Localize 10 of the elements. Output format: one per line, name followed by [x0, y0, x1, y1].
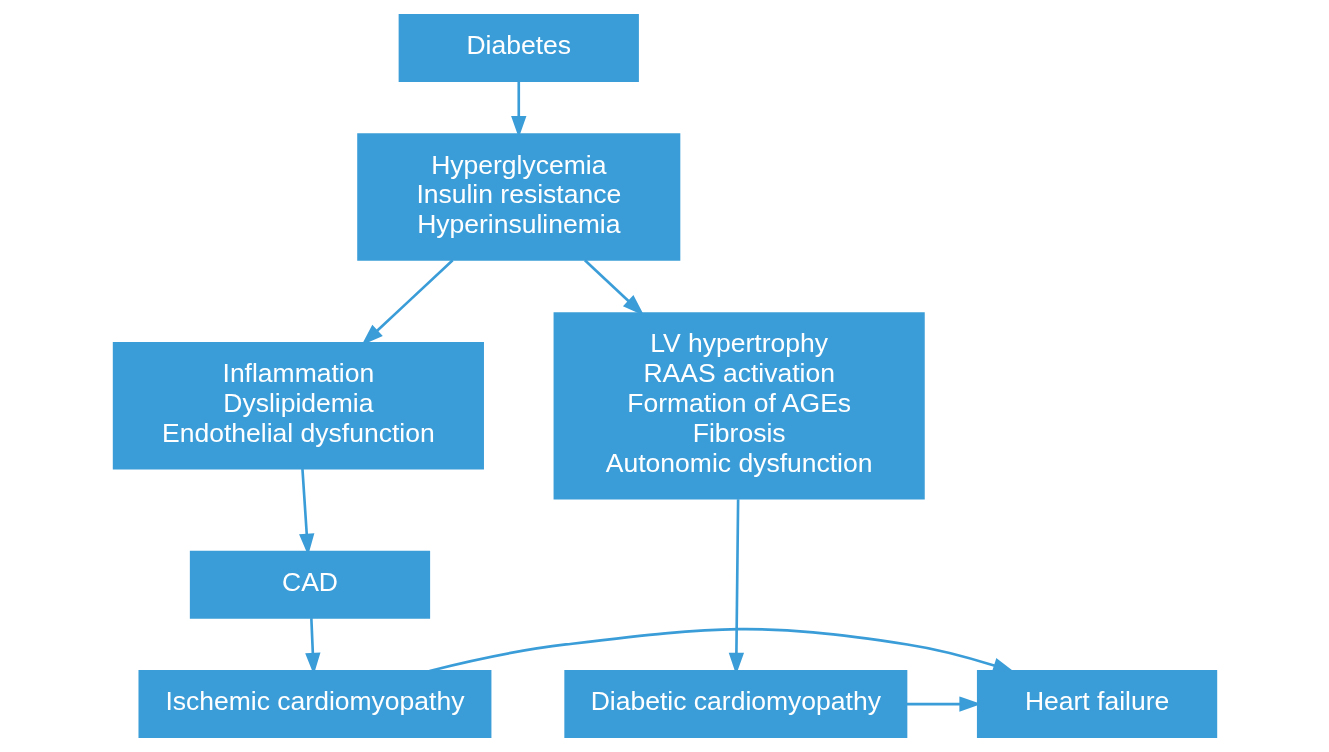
node-box: Inflammation Dyslipidemia Endothelial dysfunction: [112, 342, 484, 470]
node-box: LV hypertrophy RAAS activation Formation of AGEs Fibrosis Autonomic dysfunction: [553, 312, 925, 500]
node-box: Hyperglycemia Insulin resistance Hyperinsulinemia: [356, 133, 680, 261]
node-box: Ischemic cardiomyopathy: [138, 670, 491, 739]
arrow: [583, 259, 644, 316]
arrow: [428, 627, 1015, 673]
node-box: Heart failure: [976, 670, 1217, 739]
node-box: Diabetes: [398, 13, 639, 82]
node-box: CAD: [189, 550, 430, 619]
node-box: Diabetic cardiomyopathy: [563, 670, 907, 739]
